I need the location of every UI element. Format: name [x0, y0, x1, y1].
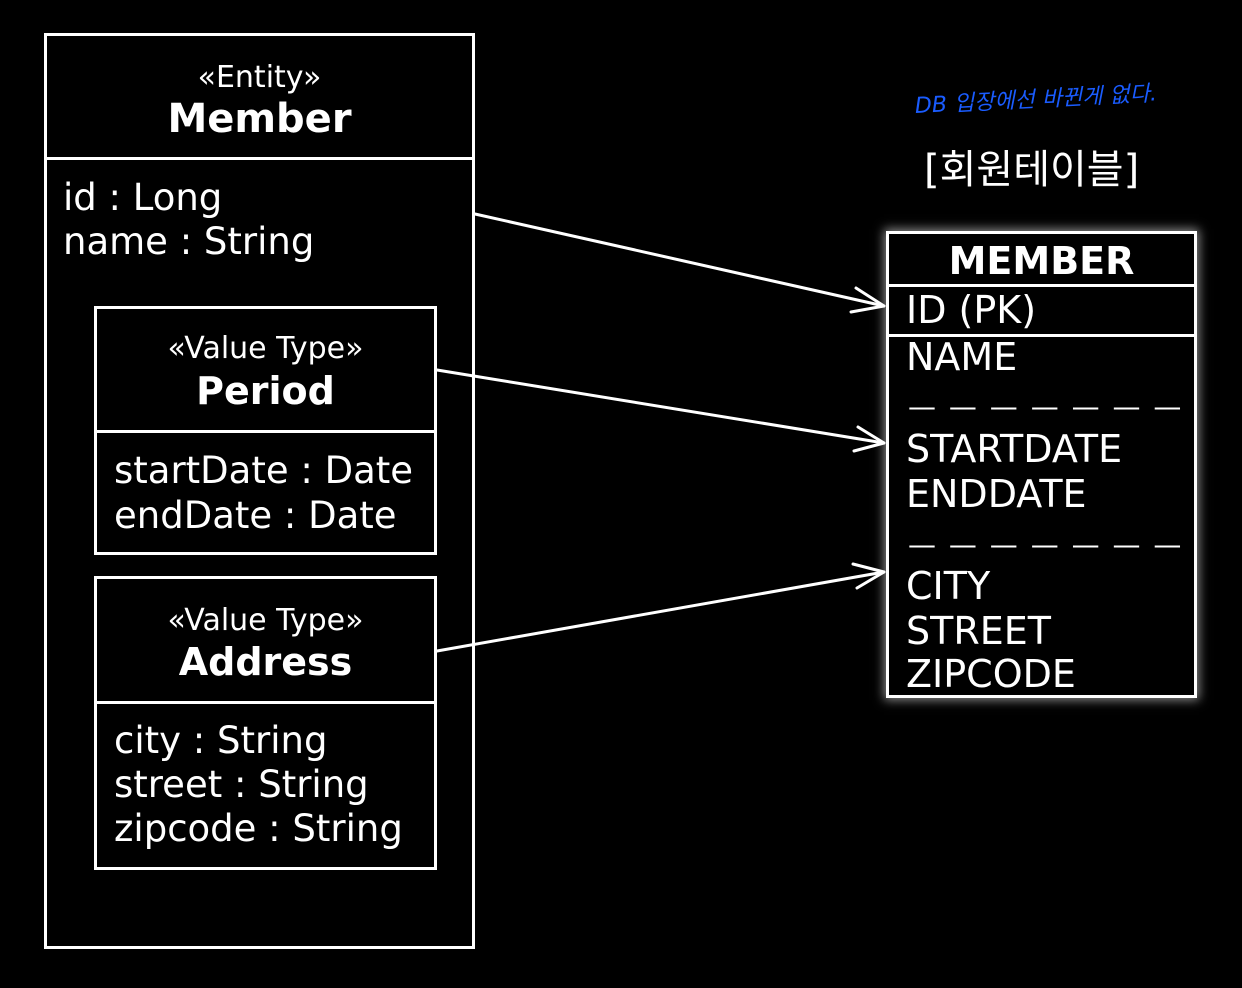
- table-column-startdate: STARTDATE: [906, 427, 1123, 471]
- period-attr-startdate: startDate : Date: [114, 449, 414, 492]
- member-entity-box: «Entity» Member id : Long name : String: [44, 33, 475, 949]
- table-column-name: NAME: [906, 335, 1018, 379]
- address-header-divider: [97, 701, 434, 704]
- address-attr-zipcode: zipcode : String: [114, 807, 403, 850]
- period-value-type-box: «Value Type» Period startDate : Date end…: [94, 306, 437, 555]
- table-pk-column: ID (PK): [906, 288, 1037, 332]
- table-group-separator: — — — — — — —: [908, 528, 1184, 561]
- table-column-zipcode: ZIPCODE: [906, 652, 1076, 696]
- address-attr-city: city : String: [114, 719, 328, 762]
- member-attr-id: id : Long: [63, 176, 223, 219]
- address-class-name: Address: [178, 640, 353, 684]
- period-stereotype: «Value Type»: [167, 331, 364, 366]
- table-group-separator: — — — — — — —: [908, 390, 1184, 423]
- period-header-divider: [97, 430, 434, 433]
- address-stereotype: «Value Type»: [167, 603, 364, 638]
- member-attr-name: name : String: [63, 220, 315, 263]
- arrow-period-to-dates: [435, 368, 886, 453]
- member-stereotype: «Entity»: [197, 60, 322, 95]
- address-value-type-box: «Value Type» Address city : String stree…: [94, 576, 437, 870]
- table-header-divider: [889, 284, 1194, 287]
- member-class-name: Member: [167, 96, 352, 142]
- table-column-city: CITY: [906, 564, 991, 608]
- table-name: MEMBER: [948, 239, 1135, 283]
- member-table-box: MEMBER ID (PK) NAME — — — — — — — STARTD…: [886, 231, 1197, 698]
- arrow-member-to-table: [473, 212, 886, 314]
- member-header-divider: [47, 157, 472, 160]
- table-column-street: STREET: [906, 609, 1051, 653]
- arrow-address-to-location: [435, 562, 886, 653]
- table-pk-divider: [889, 334, 1194, 337]
- table-caption: [회원테이블]: [924, 147, 1140, 193]
- period-class-name: Period: [196, 369, 335, 413]
- period-attr-enddate: endDate : Date: [114, 494, 397, 537]
- table-column-enddate: ENDDATE: [906, 472, 1087, 516]
- address-attr-street: street : String: [114, 763, 369, 806]
